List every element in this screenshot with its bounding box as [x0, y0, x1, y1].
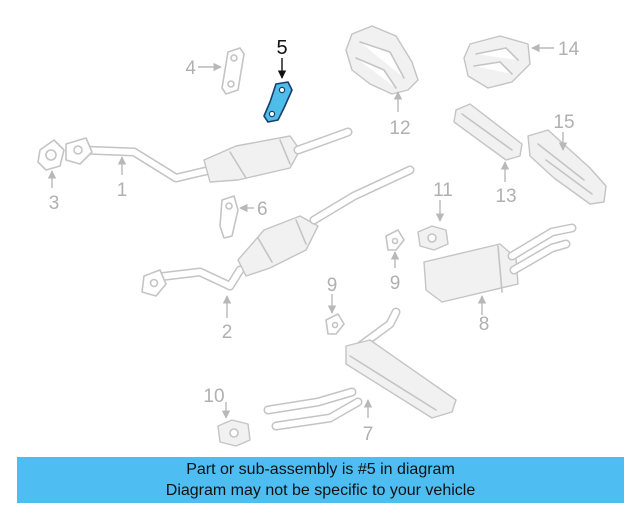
callout-11: 11: [433, 180, 453, 201]
callout-2: 2: [222, 322, 233, 343]
part-9-hanger-lower[interactable]: [325, 313, 345, 335]
part-14-heat-shield[interactable]: [463, 35, 531, 89]
part-3-gasket[interactable]: [37, 139, 65, 171]
callout-4: 4: [185, 58, 196, 79]
info-banner: Part or sub-assembly is #5 in diagram Di…: [17, 457, 624, 503]
callout-15: 15: [553, 112, 574, 133]
part-11-clamp[interactable]: [417, 225, 449, 251]
callout-6: 6: [257, 199, 268, 220]
exhaust-diagram: 4 5 12 14 13 15: [37, 25, 607, 447]
part-8-rear-muffler[interactable]: [423, 223, 577, 303]
banner-line-2: Diagram may not be specific to your vehi…: [165, 482, 476, 499]
callout-5: 5: [276, 37, 287, 59]
part-1-front-pipe[interactable]: [65, 127, 353, 183]
part-5-bracket[interactable]: [263, 81, 293, 123]
part-15-heat-shield[interactable]: [527, 129, 607, 205]
callout-14: 14: [558, 39, 580, 60]
callout-3: 3: [49, 193, 60, 214]
callout-9-lower: 9: [327, 275, 338, 296]
part-13-heat-shield[interactable]: [453, 103, 523, 161]
part-10-clamp[interactable]: [217, 419, 251, 447]
callout-13: 13: [495, 186, 516, 207]
part-7-center-muffler[interactable]: [263, 307, 457, 431]
callout-7: 7: [363, 424, 374, 445]
part-6-hanger[interactable]: [219, 195, 239, 239]
banner-line-1: Part or sub-assembly is #5 in diagram: [186, 461, 455, 478]
callout-9-upper: 9: [390, 273, 401, 294]
callout-12: 12: [389, 118, 410, 139]
callout-1: 1: [117, 180, 128, 201]
part-9-hanger-upper[interactable]: [385, 229, 405, 251]
part-4-hanger[interactable]: [221, 47, 245, 95]
callout-10: 10: [203, 386, 224, 407]
part-12-heat-shield[interactable]: [345, 25, 419, 95]
callout-8: 8: [479, 314, 490, 335]
part-2-front-pipe[interactable]: [141, 165, 415, 297]
